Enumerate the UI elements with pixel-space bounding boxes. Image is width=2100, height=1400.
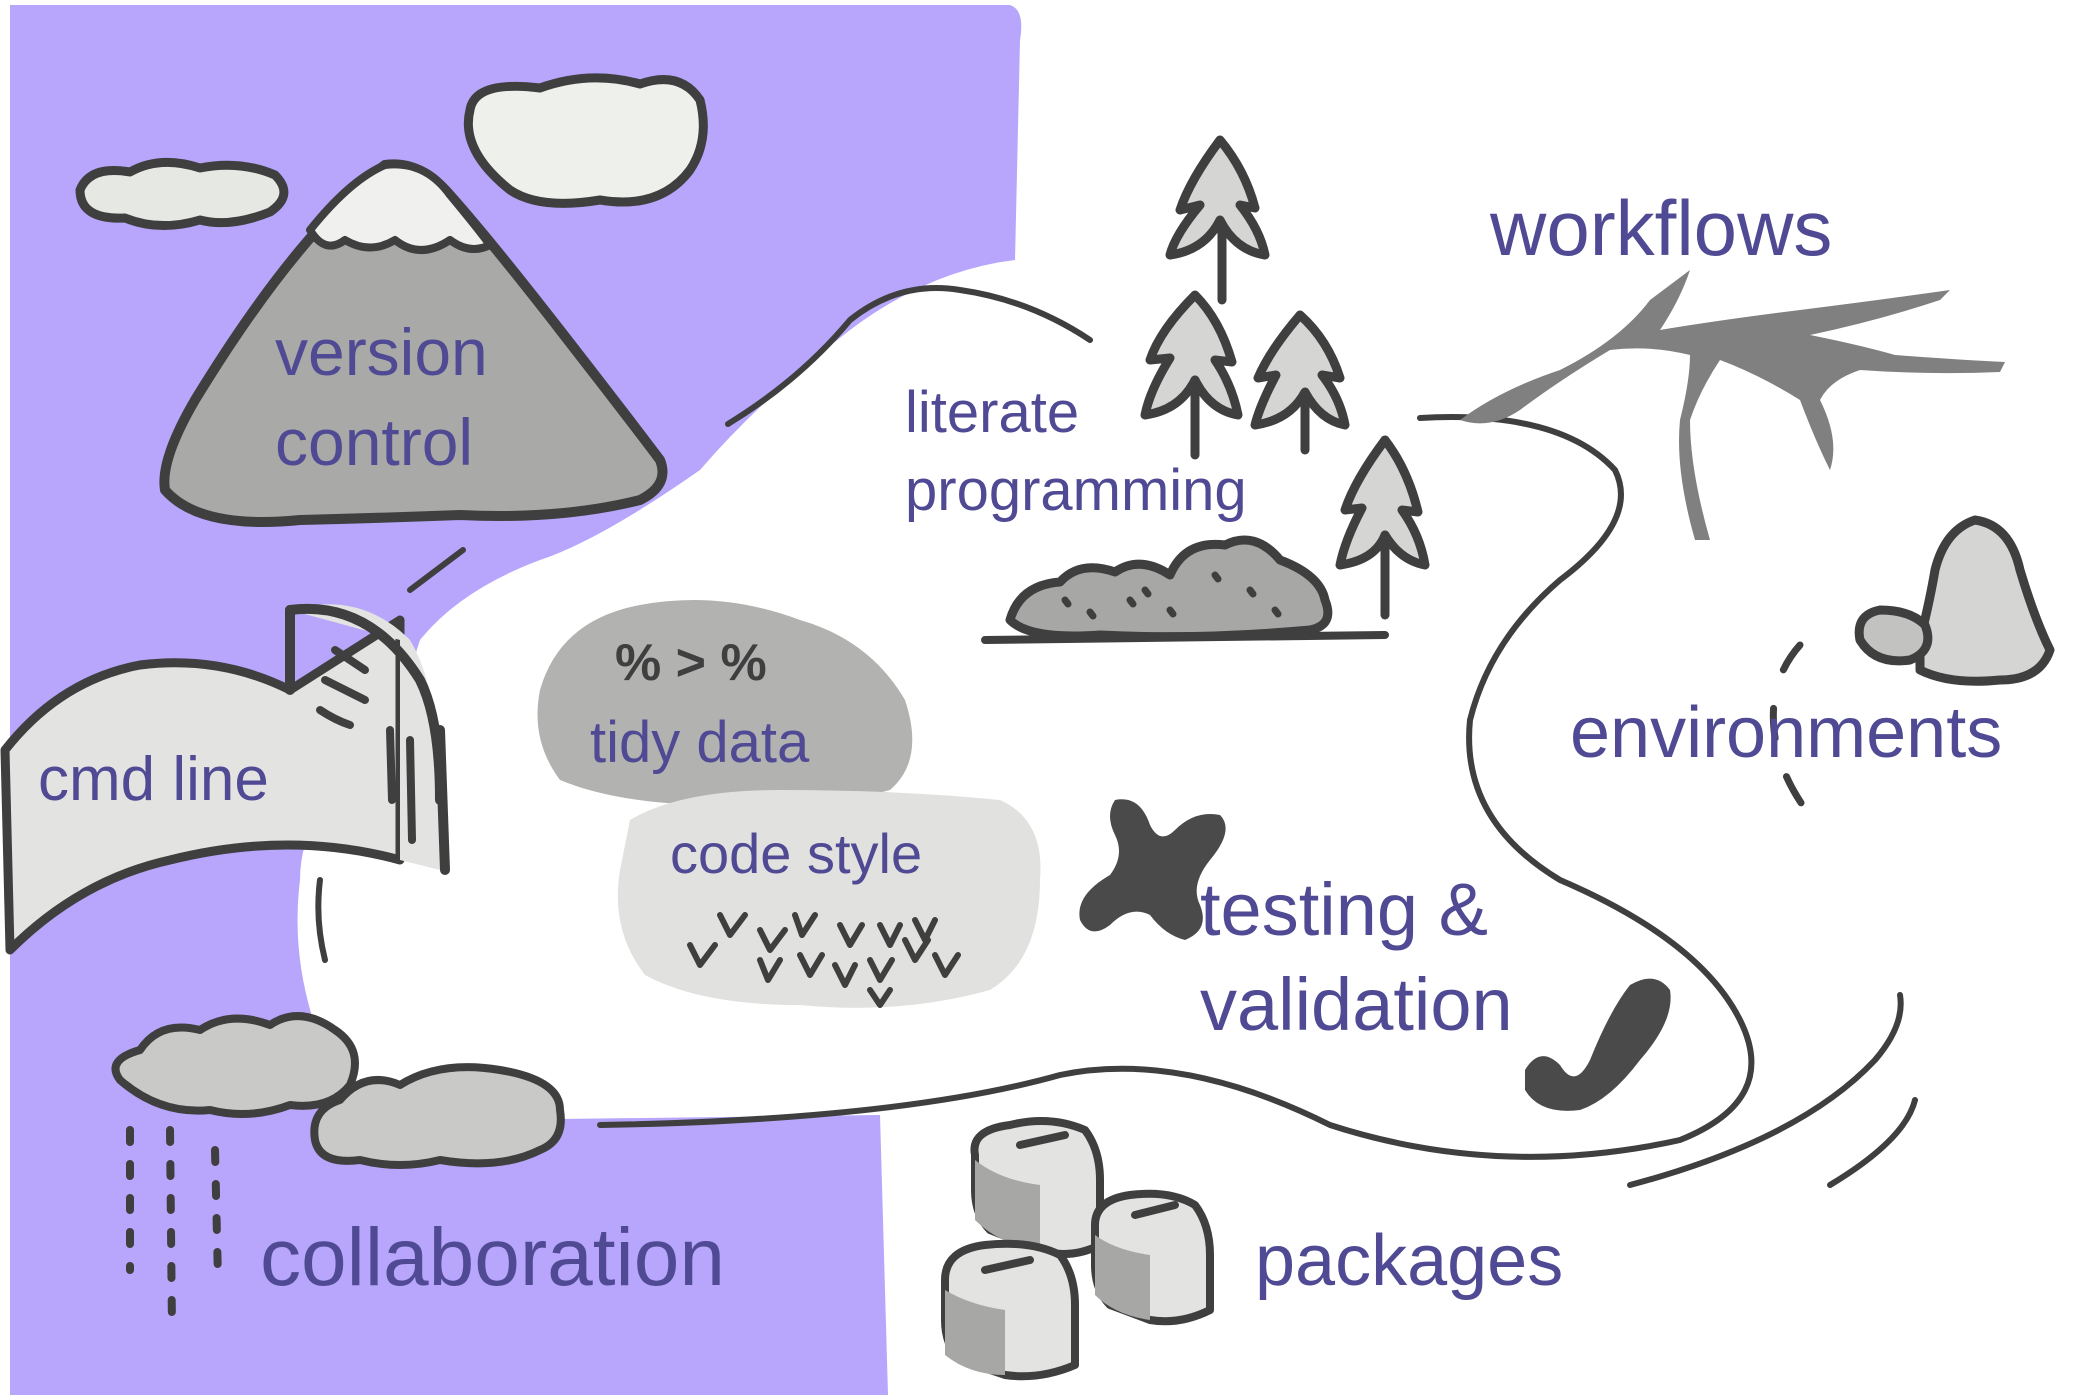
label-version-control-line1: version bbox=[275, 315, 488, 389]
label-workflows: workflows bbox=[1489, 184, 1832, 272]
x-mark-icon bbox=[1079, 799, 1226, 940]
label-testing-line1: testing & bbox=[1200, 868, 1488, 951]
tree-icon bbox=[1250, 310, 1350, 455]
waterfall-icon bbox=[0, 603, 450, 955]
label-packages: packages bbox=[1255, 1221, 1563, 1301]
tidy-data-blob: % > % bbox=[537, 600, 913, 806]
cube-icon bbox=[970, 1117, 1104, 1258]
rock-icon bbox=[1769, 515, 2055, 819]
label-collaboration: collaboration bbox=[260, 1212, 725, 1303]
check-mark-icon bbox=[1525, 978, 1671, 1111]
label-version-control-line2: control bbox=[275, 405, 473, 479]
label-environments: environments bbox=[1570, 693, 2002, 773]
label-tidy-data: tidy data bbox=[590, 710, 810, 775]
tree-icon bbox=[1140, 290, 1243, 460]
cloud-icon bbox=[463, 73, 708, 208]
tree-icon bbox=[1165, 135, 1270, 305]
path-line bbox=[315, 285, 1918, 1188]
label-testing-line2: validation bbox=[1200, 963, 1513, 1046]
tidy-data-glyphs: % > % bbox=[615, 634, 767, 692]
bush-icon bbox=[981, 535, 1389, 644]
cube-icon bbox=[941, 1239, 1079, 1381]
code-style-blob bbox=[617, 790, 1041, 1008]
label-code-style: code style bbox=[670, 822, 922, 885]
mountain-icon bbox=[159, 159, 668, 527]
grass-icon bbox=[687, 912, 961, 1008]
rain-cloud-icon bbox=[111, 1012, 565, 1334]
cloud-icon bbox=[75, 157, 289, 231]
label-literate-programming-line1: literate bbox=[905, 380, 1079, 445]
tree-icon bbox=[1335, 435, 1430, 620]
label-literate-programming-line2: programming bbox=[905, 458, 1247, 523]
label-cmd-line: cmd line bbox=[38, 745, 269, 814]
branch-icon bbox=[1460, 270, 2005, 540]
cube-icon bbox=[1091, 1189, 1214, 1326]
